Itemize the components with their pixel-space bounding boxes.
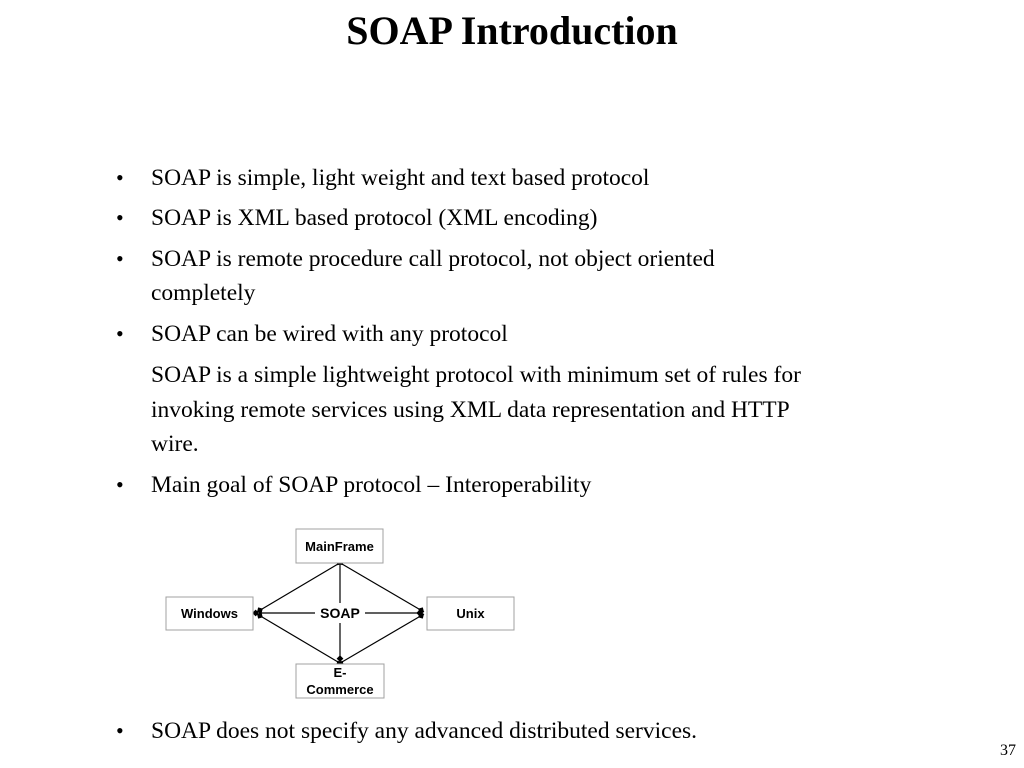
bullet-marker: • — [116, 718, 124, 743]
node-windows: Windows — [165, 596, 254, 631]
bullet-marker: • — [116, 246, 124, 271]
bullet-marker: • — [116, 321, 124, 346]
bullet-text-3-line-1: SOAP is remote procedure call protocol, … — [151, 246, 715, 272]
node-mainframe-label: MainFrame — [305, 539, 374, 554]
bullet-text-1: SOAP is simple, light weight and text ba… — [151, 165, 650, 191]
soap-center-label: SOAP — [320, 605, 360, 621]
link-top-right — [336, 559, 425, 614]
link-top-left — [256, 559, 344, 614]
node-ecommerce-label-line-2: Commerce — [306, 682, 373, 697]
bullet-marker: • — [116, 165, 124, 190]
slide-title: SOAP Introduction — [346, 8, 678, 53]
paragraph-line-2: invoking remote services using XML data … — [151, 397, 790, 423]
link-bottom-right — [336, 612, 425, 667]
bullet-text-2: SOAP is XML based protocol (XML encoding… — [151, 205, 598, 231]
page-number: 37 — [1000, 742, 1016, 759]
paragraph-line-1: SOAP is a simple lightweight protocol wi… — [151, 362, 801, 388]
node-ecommerce-label-line-1: E- — [334, 665, 347, 680]
node-unix-label: Unix — [456, 606, 485, 621]
bullet-text-6: SOAP does not specify any advanced distr… — [151, 718, 698, 744]
bullet-marker: • — [116, 205, 124, 230]
bullet-text-4: SOAP can be wired with any protocol — [151, 321, 508, 347]
link-bottom-left — [256, 612, 344, 667]
node-mainframe: MainFrame — [295, 528, 384, 564]
node-ecommerce: E- Commerce — [295, 663, 385, 699]
bullet-marker: • — [116, 472, 124, 497]
paragraph-line-3: wire. — [151, 431, 199, 457]
bullet-text-3-line-2: completely — [151, 280, 256, 306]
node-unix: Unix — [426, 596, 515, 631]
node-windows-label: Windows — [181, 606, 238, 621]
center-label-bg — [315, 603, 365, 623]
bullet-text-5: Main goal of SOAP protocol – Interoperab… — [151, 472, 592, 498]
